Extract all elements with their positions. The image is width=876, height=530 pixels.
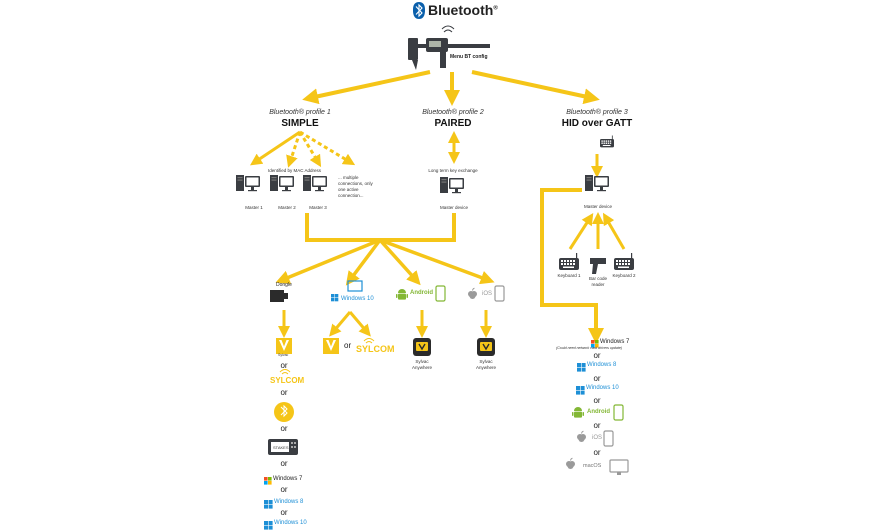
sylvac-v-logo-win10 (323, 338, 339, 354)
windows7-note-hid: (Could need network card drivers update) (556, 346, 623, 350)
macos-label-hid: macOS (583, 463, 602, 469)
windows10-logo-dongle (264, 521, 273, 530)
apple-logo-hid (576, 430, 587, 443)
keyboard-icon (600, 135, 614, 148)
sylvac-v-logo (276, 338, 292, 354)
sylvac-anywhere-app-icon-android (412, 337, 432, 357)
windows7-logo-dongle (264, 477, 272, 485)
computer-icon-paired (440, 177, 464, 194)
or-dongle-1: or (280, 361, 288, 370)
master-2-label: Master 2 (278, 205, 296, 210)
paired-master-label: Master device (439, 205, 469, 210)
windows8-label-hid: Windows 8 (587, 362, 617, 368)
or-dongle-6: or (280, 508, 288, 517)
sylcom-label-win10: SYLCOM (356, 344, 395, 354)
sylcom-wifi-icon (279, 369, 291, 375)
mac-address-label: Identified by MAC Address (268, 168, 322, 173)
keyboard-2-icon (614, 253, 634, 270)
sylvac-label-dongle: Sylvac (278, 353, 289, 357)
barcode-reader-icon (590, 258, 606, 274)
or-dongle-3: or (280, 424, 288, 433)
bluetooth-brand: Bluetooth® (428, 2, 498, 18)
arrow-to-profile-1 (302, 70, 431, 105)
barcode-reader-label: Bar code reader (588, 276, 607, 287)
windows8-logo-hid (577, 363, 586, 372)
windows8-logo-dongle (264, 500, 273, 509)
app-label-android: Sylvac Anywhere (411, 359, 432, 370)
multiple-connections-note: ... multiple connections, only one activ… (338, 175, 373, 198)
sylvac-anywhere-app-icon-ios (476, 337, 496, 357)
master-3-label: Master 3 (309, 205, 327, 210)
or-hid-1: or (593, 351, 601, 360)
computer-icon-hid (585, 175, 609, 192)
profile-1-title: SIMPLE (281, 118, 319, 129)
profile-2-subtitle: Bluetooth® profile 2 (422, 109, 484, 116)
windows10-label: Windows 10 (341, 296, 374, 302)
computer-icon-master-2 (270, 175, 294, 192)
dongle-label: Dongle (276, 282, 292, 288)
or-hid-3: or (593, 396, 601, 405)
target-down-arrows (278, 310, 492, 338)
or-win10-sylvac-sylcom: or (344, 341, 352, 350)
stakes-label: STAKES (273, 445, 289, 450)
simple-arrows (250, 130, 356, 168)
or-dongle-4: or (280, 459, 288, 468)
or-hid-5: or (593, 448, 601, 457)
keyboard-2-label: Keyboard 2 (612, 273, 636, 278)
config-label: Menu BT config (450, 54, 488, 60)
hid-device-arrows (568, 212, 626, 250)
arrow-to-profile-3 (471, 70, 600, 105)
profile-3-subtitle: Bluetooth® profile 3 (566, 109, 628, 116)
keyboard-1-label: Keyboard 1 (557, 273, 581, 278)
dongle-icon (270, 290, 288, 302)
ios-phone-hid (603, 430, 614, 447)
ios-label: iOS (482, 291, 493, 297)
windows8-label-dongle: Windows 8 (274, 499, 304, 505)
or-hid-4: or (593, 421, 601, 430)
profile-2-title: PAIRED (434, 118, 472, 129)
ios-label-hid: iOS (592, 435, 603, 441)
computer-icon-master-1 (236, 175, 260, 192)
windows10-label-hid: Windows 10 (586, 385, 619, 391)
android-logo-hid (572, 407, 584, 418)
android-label-hid: Android (587, 409, 610, 415)
windows7-label-dongle: Windows 7 (273, 476, 303, 482)
sylcom-wifi-icon-win10 (363, 338, 375, 344)
caliper-icon (408, 25, 490, 70)
android-phone-hid (613, 404, 624, 421)
android-label: Android (410, 290, 433, 296)
keyboard-1-icon (559, 253, 579, 270)
sylcom-label-dongle: SYLCOM (270, 376, 305, 385)
apple-logo-macos (565, 457, 576, 470)
windows10-label-dongle: Windows 10 (274, 520, 307, 526)
fanout-arrows (275, 238, 495, 286)
computer-icon-master-3 (303, 175, 327, 192)
stakes-device-icon (268, 439, 298, 455)
bluetooth-dongle-round-icon (274, 402, 294, 422)
merge-connector (305, 213, 456, 242)
master-1-label: Master 1 (245, 205, 263, 210)
key-exchange-label: Long term key exchange (428, 168, 478, 173)
hid-output-connector (540, 188, 598, 332)
or-dongle-5: or (280, 485, 288, 494)
bluetooth-icon (413, 2, 425, 19)
profile-3-title: HID over GATT (561, 118, 633, 129)
or-hid-2: or (593, 374, 601, 383)
windows7-label-hid: Windows 7 (600, 339, 630, 345)
windows10-logo-hid (576, 386, 585, 395)
windows10-icon (331, 280, 363, 302)
app-label-ios: Sylvac Anywhere (475, 359, 496, 370)
or-dongle-2: or (280, 388, 288, 397)
hid-master-label: Master device (583, 204, 613, 209)
imac-icon (609, 459, 629, 475)
profile-1-subtitle: Bluetooth® profile 1 (269, 109, 331, 116)
